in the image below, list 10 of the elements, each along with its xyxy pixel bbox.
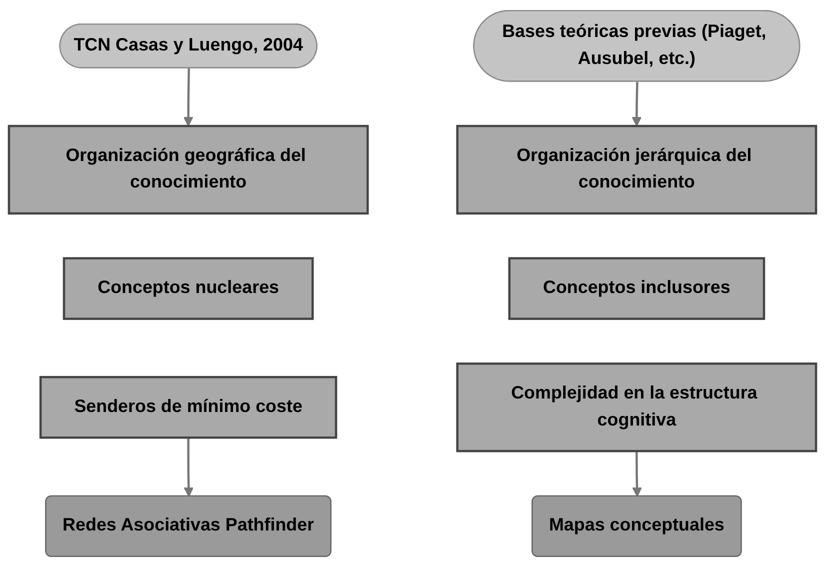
node-box: Organización geográfica del conocimiento bbox=[8, 124, 369, 215]
node-box: Conceptos inclusores bbox=[508, 257, 766, 320]
node-box: Complejidad en la estructura cognitiva bbox=[456, 362, 818, 452]
arrow bbox=[632, 451, 642, 497]
node-box: Senderos de mínimo coste bbox=[39, 376, 338, 439]
arrow bbox=[632, 82, 642, 126]
arrow bbox=[183, 68, 194, 126]
arrow bbox=[184, 438, 194, 497]
node-box: Conceptos nucleares bbox=[62, 257, 314, 320]
node-box: Organización jerárquica del conocimiento bbox=[456, 124, 818, 215]
